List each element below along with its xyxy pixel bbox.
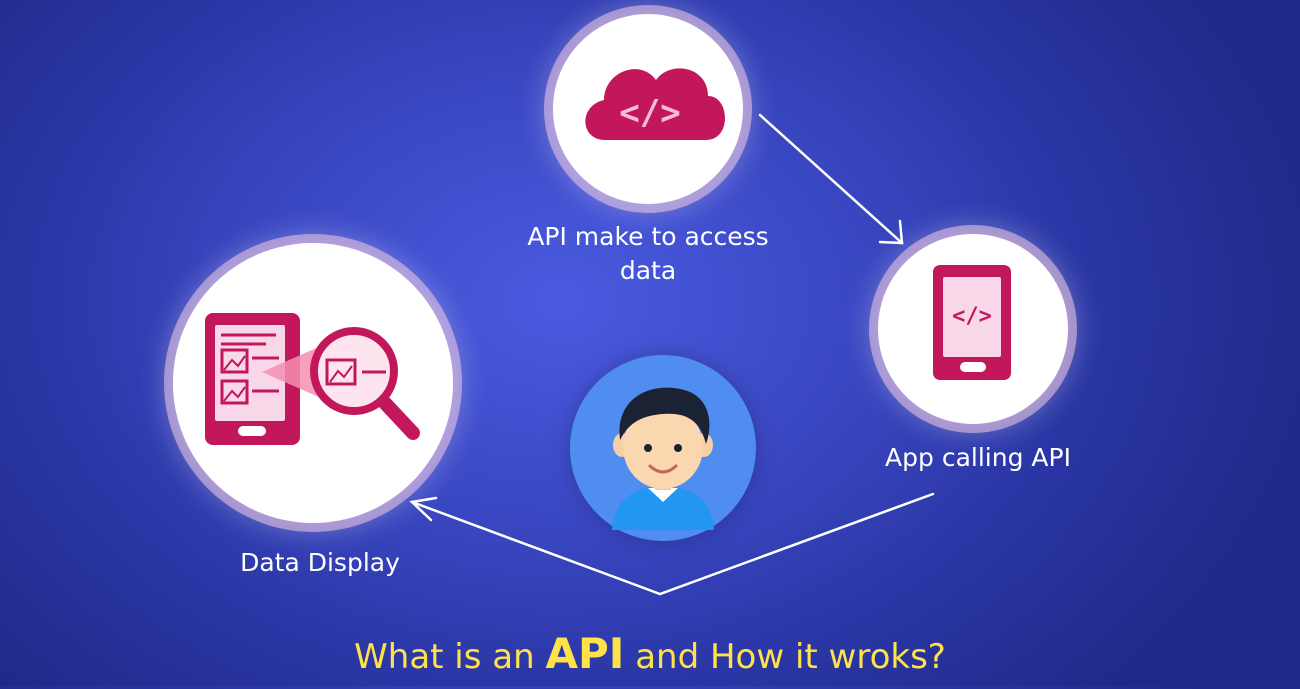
api-node-label-line1: API make to access bbox=[527, 222, 769, 251]
api-node-label: API make to access data bbox=[478, 220, 818, 288]
cloud-code-icon: </> bbox=[585, 68, 725, 140]
phone-code-icon: </> bbox=[933, 265, 1011, 380]
phone-magnifier-icon bbox=[205, 313, 420, 445]
phone-code-glyph: </> bbox=[952, 304, 992, 329]
page-title: What is an API and How it wroks? bbox=[0, 622, 1300, 686]
display-node-label: Data Display bbox=[240, 548, 400, 577]
user-avatar-icon bbox=[612, 387, 714, 530]
api-node-label-line2: data bbox=[619, 256, 677, 285]
title-part2: and How it wroks? bbox=[624, 637, 946, 677]
arrow-api-to-app bbox=[758, 113, 904, 245]
title-emphasis: API bbox=[545, 629, 625, 678]
app-node-label: App calling API bbox=[885, 443, 1071, 472]
title-part1: What is an bbox=[354, 637, 546, 677]
cloud-code-glyph: </> bbox=[619, 93, 680, 133]
arrow-app-to-display bbox=[409, 492, 935, 596]
